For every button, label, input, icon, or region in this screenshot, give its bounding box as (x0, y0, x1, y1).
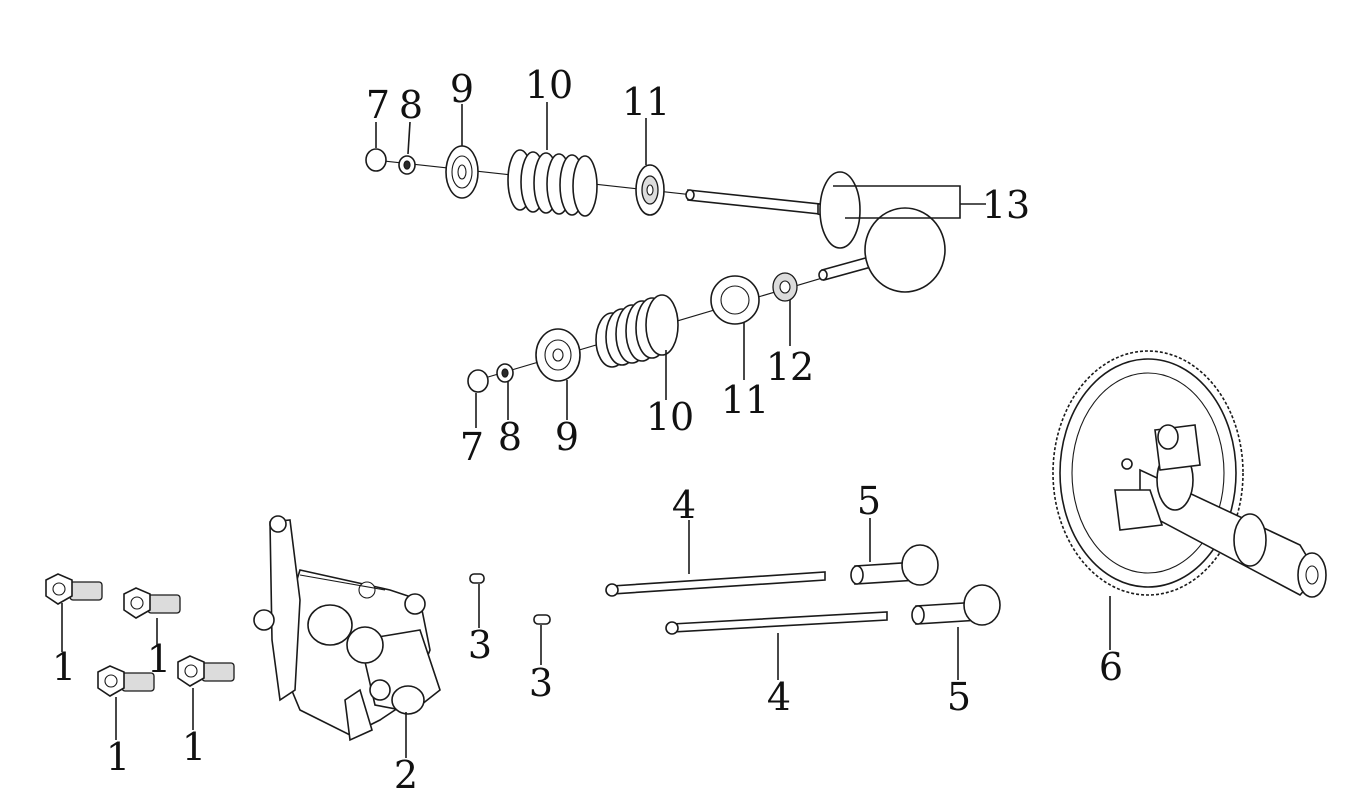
valve-spring-upper (507, 149, 598, 217)
callout-2: 2 (394, 753, 418, 797)
spring-retainer-upper (445, 145, 479, 199)
valve-cap-lower (467, 369, 489, 393)
callout-9: 9 (555, 415, 579, 459)
callout-12: 12 (766, 345, 814, 389)
tappet (850, 544, 939, 586)
rocker-arm-assembly (253, 515, 441, 742)
callout-11: 11 (721, 378, 769, 422)
valve-seal-upper (635, 164, 665, 216)
callout-labels: 7 8 9 10 11 13 7 8 9 10 11 12 1 1 1 1 2 … (52, 63, 1123, 797)
dowel-pin (533, 614, 551, 625)
lower-valve-assembly (467, 207, 946, 393)
callout-10: 10 (525, 63, 573, 107)
callout-1: 1 (52, 645, 76, 689)
callout-5: 5 (857, 479, 881, 523)
callout-9: 9 (450, 67, 474, 111)
valve-collet-upper (398, 155, 416, 175)
push-rod (665, 611, 888, 635)
leader-lines (61, 102, 1111, 758)
valve-stem-seal (772, 272, 798, 302)
callout-4: 4 (672, 483, 696, 527)
intake-valve (685, 171, 861, 249)
exhaust-valve (818, 207, 946, 293)
flange-bolt (97, 665, 155, 697)
callout-10: 10 (646, 395, 694, 439)
valve-cap-upper (365, 148, 387, 172)
valve-spring-lower (595, 294, 679, 368)
callout-4: 4 (767, 675, 791, 719)
callout-3: 3 (468, 623, 492, 667)
flange-bolt (45, 573, 103, 605)
valve-collet-lower (496, 363, 514, 383)
flange-bolt (123, 587, 181, 619)
callout-7: 7 (460, 425, 484, 469)
dowel-pin (469, 573, 485, 584)
upper-valve-assembly (365, 145, 861, 249)
callout-1: 1 (147, 637, 171, 681)
flange-bolt (177, 655, 235, 687)
callout-3: 3 (529, 661, 553, 705)
callout-13: 13 (982, 183, 1030, 227)
camshaft-gear (1052, 350, 1327, 598)
callout-7: 7 (366, 83, 390, 127)
valve-washer-lower (710, 275, 760, 325)
callout-6: 6 (1099, 645, 1123, 689)
callout-8: 8 (498, 415, 522, 459)
callout-1: 1 (182, 725, 206, 769)
callout-5: 5 (947, 675, 971, 719)
callout-11: 11 (622, 80, 670, 124)
push-rod (605, 571, 826, 597)
spring-retainer-lower (535, 328, 581, 382)
tappet (911, 584, 1001, 626)
callout-8: 8 (399, 83, 423, 127)
callout-1: 1 (106, 735, 130, 779)
